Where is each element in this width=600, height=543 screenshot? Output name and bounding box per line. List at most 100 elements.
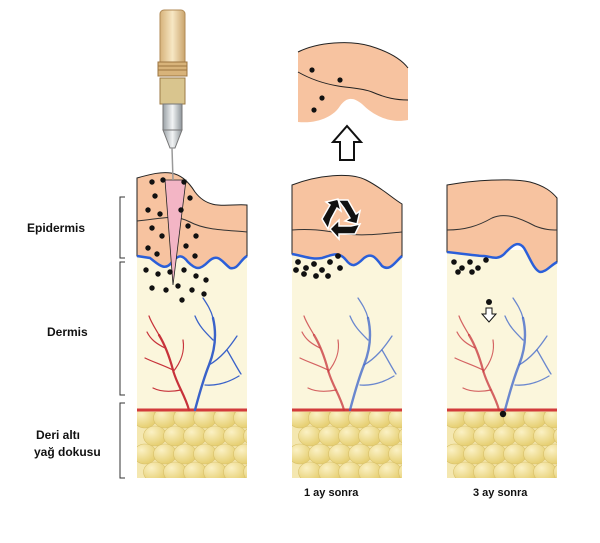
fat-cell	[474, 426, 497, 446]
epidermis-label: Epidermis	[27, 220, 85, 237]
ink-particle	[183, 243, 188, 248]
fat-cell	[329, 444, 352, 464]
ink-particle	[327, 259, 333, 265]
fat-cells	[289, 408, 422, 482]
fat-cell	[524, 444, 547, 464]
ink-particle	[337, 265, 343, 271]
ink-particle	[483, 257, 489, 263]
ink-particle	[155, 271, 160, 276]
ink-particle	[301, 271, 307, 277]
fat-cell	[494, 426, 517, 446]
fat-cell	[554, 462, 577, 482]
fat-cell	[309, 444, 332, 464]
fat-cell	[244, 426, 267, 446]
fat-cell	[134, 444, 157, 464]
ink-particle	[319, 267, 325, 273]
fat-cell	[224, 426, 247, 446]
ink-particle	[145, 207, 150, 212]
fat-cell	[494, 462, 517, 482]
ink-particle	[325, 273, 331, 279]
subcutaneous-label-line2: yağ dokusu	[34, 444, 101, 461]
ink-particle	[335, 253, 341, 259]
ink-particle	[145, 245, 150, 250]
fat-cell	[464, 444, 487, 464]
ink-particle	[159, 233, 164, 238]
fat-cell	[514, 462, 537, 482]
ink-particle	[469, 269, 475, 275]
fat-cell	[164, 426, 187, 446]
skin-column-3-months	[444, 180, 577, 482]
ink-particle	[293, 267, 299, 273]
fat-cell	[339, 426, 362, 446]
ink-particle	[193, 273, 198, 278]
dermis-layer	[292, 250, 402, 410]
fat-cell	[289, 444, 312, 464]
recycle-icon	[321, 197, 363, 239]
fat-cell	[399, 426, 422, 446]
fat-cell	[319, 462, 342, 482]
ink-particle	[175, 283, 180, 288]
fat-cell	[389, 444, 412, 464]
ink-particle	[187, 195, 192, 200]
ink-particle	[149, 285, 154, 290]
ink-particle	[303, 265, 309, 271]
ink-particle	[203, 277, 208, 282]
ink-particle	[192, 253, 197, 258]
fat-cell	[359, 426, 382, 446]
ink-particle	[475, 265, 481, 271]
ink-particle	[459, 265, 465, 271]
fat-cell	[194, 444, 217, 464]
dermis-layer	[137, 250, 247, 410]
ink-particle	[455, 269, 461, 275]
fat-cell	[184, 462, 207, 482]
fat-cell	[349, 444, 372, 464]
ink-particle	[295, 259, 301, 265]
tattoo-needle-icon	[158, 10, 187, 180]
fat-cell	[444, 444, 467, 464]
ink-particle	[179, 297, 184, 302]
ink-particle	[152, 193, 157, 198]
ink-particle	[189, 287, 194, 292]
fat-cell	[474, 462, 497, 482]
ink-particle	[451, 259, 457, 265]
fat-cell	[299, 462, 322, 482]
fat-cells	[444, 408, 577, 482]
fat-cell	[339, 462, 362, 482]
ink-particle	[181, 179, 186, 184]
outline-up-arrow-icon	[333, 126, 361, 160]
subcutaneous-label-line1: Deri altı	[36, 427, 80, 444]
fat-cell	[399, 462, 422, 482]
ink-particle	[311, 261, 317, 267]
fat-cell	[214, 444, 237, 464]
ink-particle	[313, 273, 319, 279]
fat-cell	[484, 444, 507, 464]
fat-cell	[184, 426, 207, 446]
fat-cell	[454, 426, 477, 446]
ink-particle	[178, 207, 183, 212]
fat-cell	[299, 426, 322, 446]
ink-particle	[149, 225, 154, 230]
fat-cell	[154, 444, 177, 464]
ink-particle	[157, 211, 162, 216]
fat-cell	[514, 426, 537, 446]
fat-cell	[369, 444, 392, 464]
ink-particle	[467, 259, 473, 265]
fat-cells	[134, 408, 267, 482]
pigment-in-vessel	[500, 411, 506, 417]
fat-cell	[359, 462, 382, 482]
ink-particle	[163, 287, 168, 292]
fat-cell	[144, 426, 167, 446]
migrating-pigment-particle	[486, 299, 492, 305]
epidermis-layer	[137, 173, 247, 269]
dermis-label: Dermis	[47, 324, 88, 341]
fat-cell	[319, 426, 342, 446]
ink-particle	[160, 177, 165, 182]
fat-cell	[544, 444, 567, 464]
fat-cell	[174, 444, 197, 464]
fat-cell	[454, 462, 477, 482]
layer-brackets	[120, 197, 125, 478]
ink-particle	[143, 267, 148, 272]
ink-particle	[154, 251, 159, 256]
fat-cell	[204, 426, 227, 446]
